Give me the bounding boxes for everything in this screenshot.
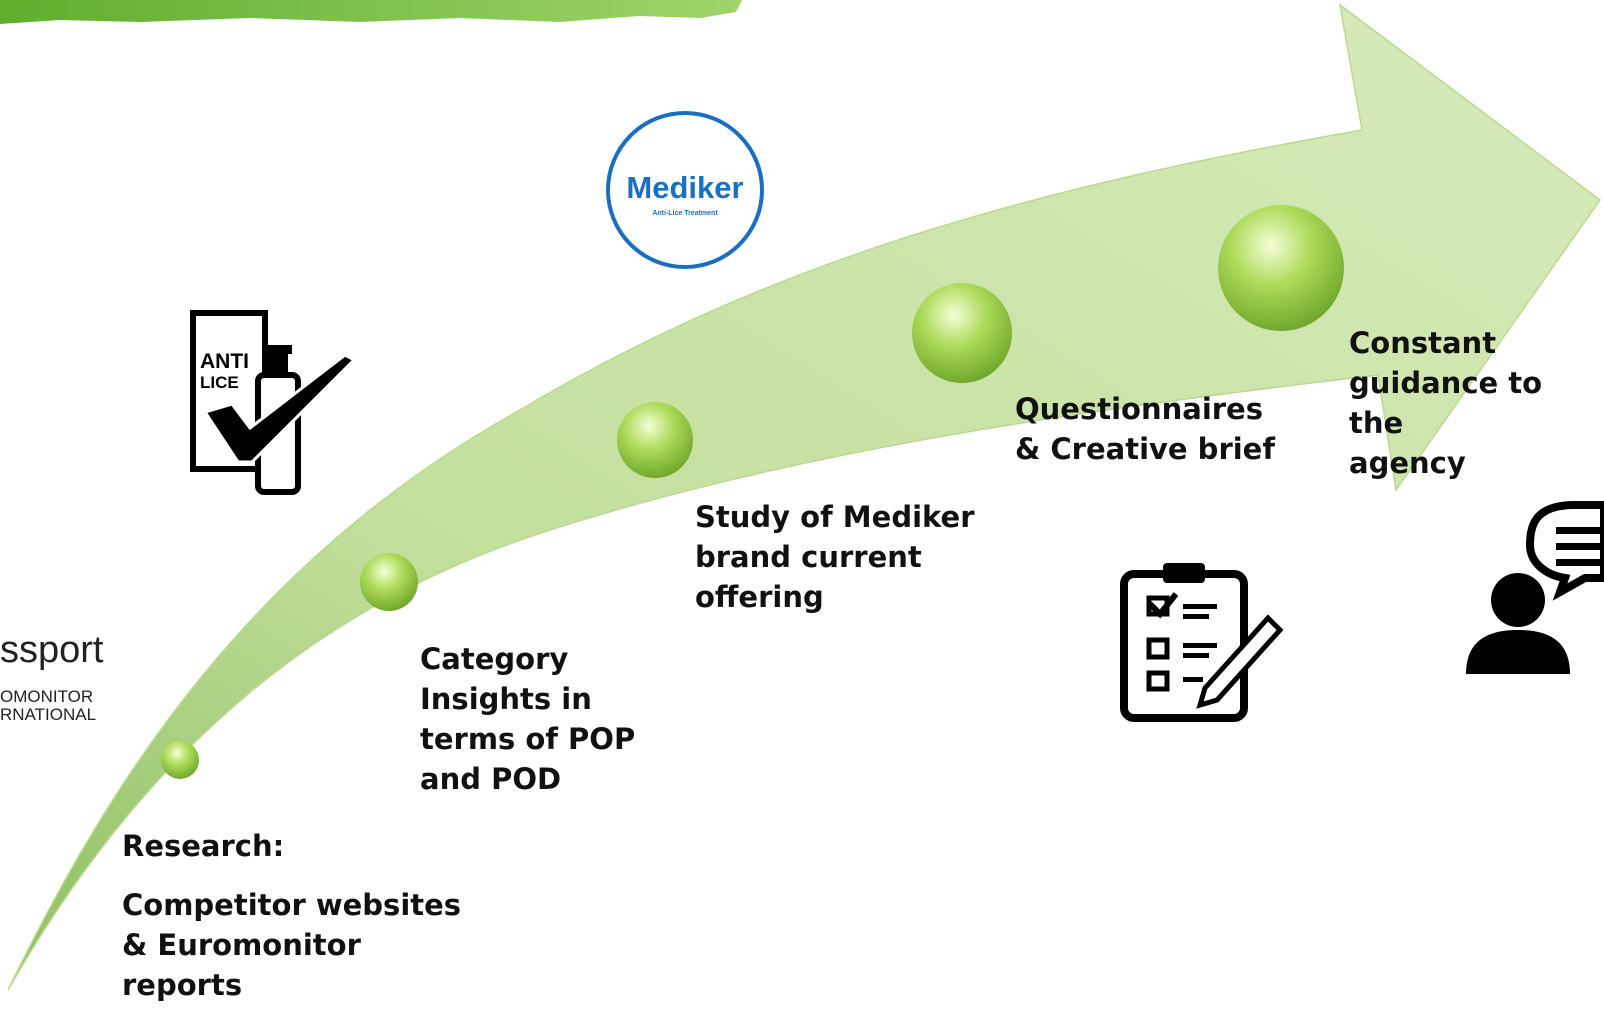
clipboard-checklist-icon <box>1120 563 1284 722</box>
mediker-tagline: Anti-Lice Treatment <box>652 210 718 217</box>
step-research-detail: Competitor websites & Euromonitor report… <box>122 888 462 1002</box>
passport-name: ssport <box>0 629 104 671</box>
bubble-1 <box>161 741 199 779</box>
mediker-logo: Mediker Anti-Lice Treatment <box>606 111 764 269</box>
bubble-4 <box>912 283 1012 383</box>
step-guidance-label: Constant guidance to the agency <box>1349 326 1543 480</box>
brush-stroke <box>0 0 742 24</box>
anti-lice-bottle-icon: ANTI LICE <box>190 310 357 495</box>
passport-logo: ssport OMONITOR RNATIONAL <box>0 629 104 724</box>
bubble-3 <box>617 402 693 478</box>
anti-label: ANTI <box>200 350 249 373</box>
step-category-insights-label: Category Insights in terms of POP and PO… <box>420 642 636 796</box>
lice-label: LICE <box>200 373 239 392</box>
passport-line2: RNATIONAL <box>0 705 96 724</box>
mediker-logo-text: Mediker <box>626 170 743 205</box>
bubble-5 <box>1218 205 1344 331</box>
passport-line1: OMONITOR <box>0 687 93 706</box>
checkmark-icon <box>202 353 357 464</box>
step-questionnaires-label: Questionnaires & Creative brief <box>1015 392 1275 466</box>
step-mediker-study-label: Study of Mediker brand current offering <box>695 500 975 614</box>
bubble-2 <box>360 553 418 611</box>
person-speech-bubble-icon <box>1466 501 1604 674</box>
step-research-label: Research: <box>122 829 285 863</box>
